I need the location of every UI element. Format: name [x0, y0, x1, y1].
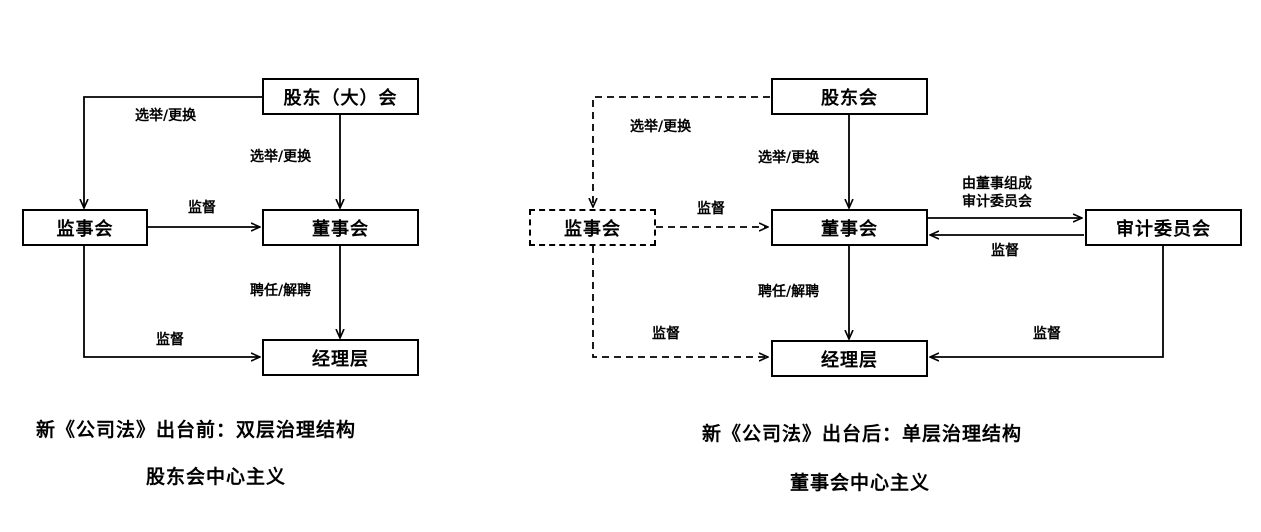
left-label-sh-to-sup: 选举/更换: [135, 108, 197, 124]
right-subcaption: 董事会中心主义: [790, 472, 931, 494]
left-caption: 新《公司法》出台前：双层治理结构: [36, 419, 357, 441]
right-label-board-to-mgmt: 聘任/解聘: [758, 284, 820, 300]
right-edge-audit-to-management: [930, 246, 1164, 357]
right-node-shareholders: 股东会: [771, 78, 928, 115]
right-label-board-to-audit-line1: 由董事组成: [962, 176, 1032, 192]
right-label-sup-to-board: 监督: [697, 201, 725, 217]
right-label-sh-to-sup: 选举/更换: [630, 119, 692, 135]
left-edge-shareholders-to-supervisory: [84, 96, 262, 208]
right-caption: 新《公司法》出台后：单层治理结构: [702, 423, 1023, 445]
left-node-board: 董事会: [262, 209, 419, 246]
right-node-board: 董事会: [771, 209, 928, 246]
left-edge-supervisory-to-management: [83, 246, 260, 357]
right-label-board-to-audit: 由董事组成 审计委员会: [962, 175, 1032, 211]
left-node-management: 经理层: [262, 339, 419, 376]
right-label-board-to-audit-line2: 审计委员会: [962, 194, 1032, 210]
left-label-sup-to-board: 监督: [188, 200, 216, 216]
left-subcaption: 股东会中心主义: [146, 466, 287, 488]
right-edge-shareholders-to-supervisory: [593, 96, 770, 207]
right-node-audit: 审计委员会: [1085, 209, 1242, 246]
left-node-shareholders: 股东（大）会: [262, 78, 419, 115]
right-label-audit-to-mgmt: 监督: [1033, 326, 1061, 342]
left-label-board-to-mgmt: 聘任/解聘: [250, 283, 312, 299]
right-node-management: 经理层: [771, 340, 928, 377]
left-label-sup-to-mgmt: 监督: [156, 332, 184, 348]
right-label-sup-to-mgmt: 监督: [652, 326, 680, 342]
left-label-sh-to-board: 选举/更换: [250, 149, 312, 165]
right-label-sh-to-board: 选举/更换: [758, 150, 820, 166]
right-label-audit-to-board: 监督: [991, 243, 1019, 259]
left-node-supervisory: 监事会: [22, 209, 148, 246]
right-node-supervisory: 监事会: [529, 209, 656, 246]
right-edge-supervisory-to-management: [592, 246, 768, 357]
